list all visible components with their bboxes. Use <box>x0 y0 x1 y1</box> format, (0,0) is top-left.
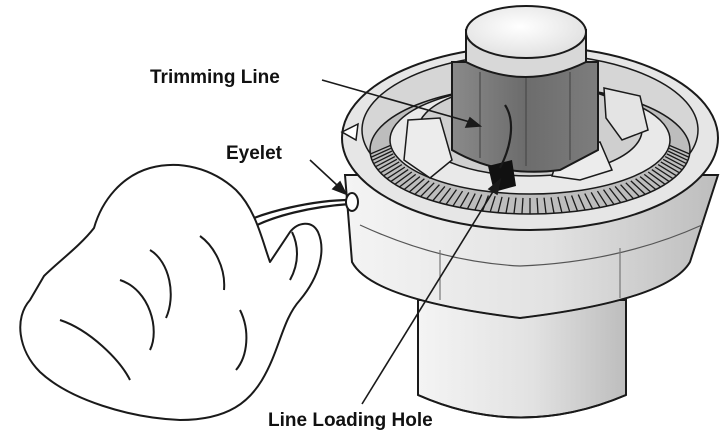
gear-teeth <box>370 144 690 214</box>
center-core <box>451 61 599 173</box>
leader-lines <box>309 79 502 405</box>
eyelet-ring <box>345 192 359 212</box>
eyelet-label: Eyelet <box>226 143 282 164</box>
hand <box>19 164 323 421</box>
arrow-head-eyelet <box>331 180 348 196</box>
arrow-head-trimming <box>464 116 483 128</box>
trimming-line-label: Trimming Line <box>150 67 280 88</box>
cap-knob <box>465 5 587 78</box>
arrow-head-hole <box>487 177 502 196</box>
line-loading-hole-label: Line Loading Hole <box>268 410 433 431</box>
lower-cylinder <box>417 299 627 419</box>
